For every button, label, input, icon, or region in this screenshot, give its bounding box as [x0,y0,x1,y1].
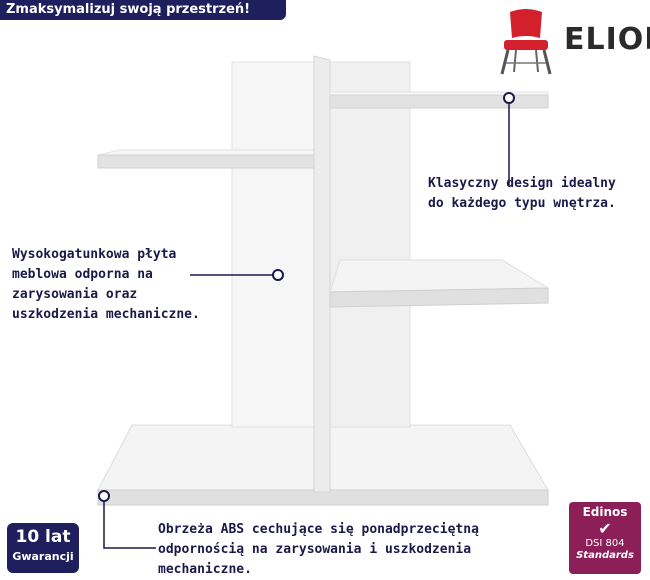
callout-material-line: zarysowania oraz [12,287,138,302]
callout-material-line: uszkodzenia mechaniczne. [12,307,200,322]
callout-material-line: meblowa odporna na [12,267,153,282]
certificate-code: DSI 804 [585,538,625,549]
warranty-label: Gwarancji [12,550,74,563]
promo-banner-text: Zmaksymalizuj swoją przestrzeń! [6,2,251,17]
shelf-top-right-front [329,94,549,109]
callout-material: Wysokogatunkowa płyta meblowa odporna na… [12,245,200,325]
callout-line-bottom [103,496,156,549]
shelf-rear-panel [231,61,315,428]
brand-name: ELIOR [564,22,650,57]
callout-design-line: Klasyczny design idealny [428,176,616,191]
chair-icon [500,9,552,75]
shelf-upper-left-front [97,154,315,169]
certificate-standard: Standards [576,550,634,561]
shelf-base-front [97,489,549,506]
warranty-years: 10 lat [15,527,71,547]
callout-material-line: Wysokogatunkowa płyta [12,247,177,262]
callout-marker-top-right [503,92,515,104]
shelf-upper-left-top [97,149,315,156]
callout-design: Klasyczny design idealny do każdego typu… [428,174,616,214]
shelf-middle-right-top [329,259,550,293]
certificate-badge: Edinos ✔ DSI 804 Standards [569,502,641,574]
callout-edges-line: odpornością na zarysowania i uszkodzenia [158,542,472,557]
shelf-center-divider [313,55,331,493]
shelf-middle-right-front [329,287,549,308]
brand-logo: ELIOR [494,8,650,78]
certificate-title: Edinos [582,505,628,519]
callout-marker-left [272,269,284,281]
callout-marker-bottom [98,490,110,502]
promo-banner: Zmaksymalizuj swoją przestrzeń! [0,0,286,20]
warranty-badge: 10 lat Gwarancji [7,523,79,573]
shelf-right-panel [329,61,411,428]
callout-edges-line: Obrzeża ABS cechujące się ponadprzeciętn… [158,522,479,537]
checkmark-icon: ✔ [598,519,612,538]
callout-edges-line: mechaniczne. [158,562,252,577]
callout-edges: Obrzeża ABS cechujące się ponadprzeciętn… [158,520,479,580]
callout-design-line: do każdego typu wnętrza. [428,196,616,211]
